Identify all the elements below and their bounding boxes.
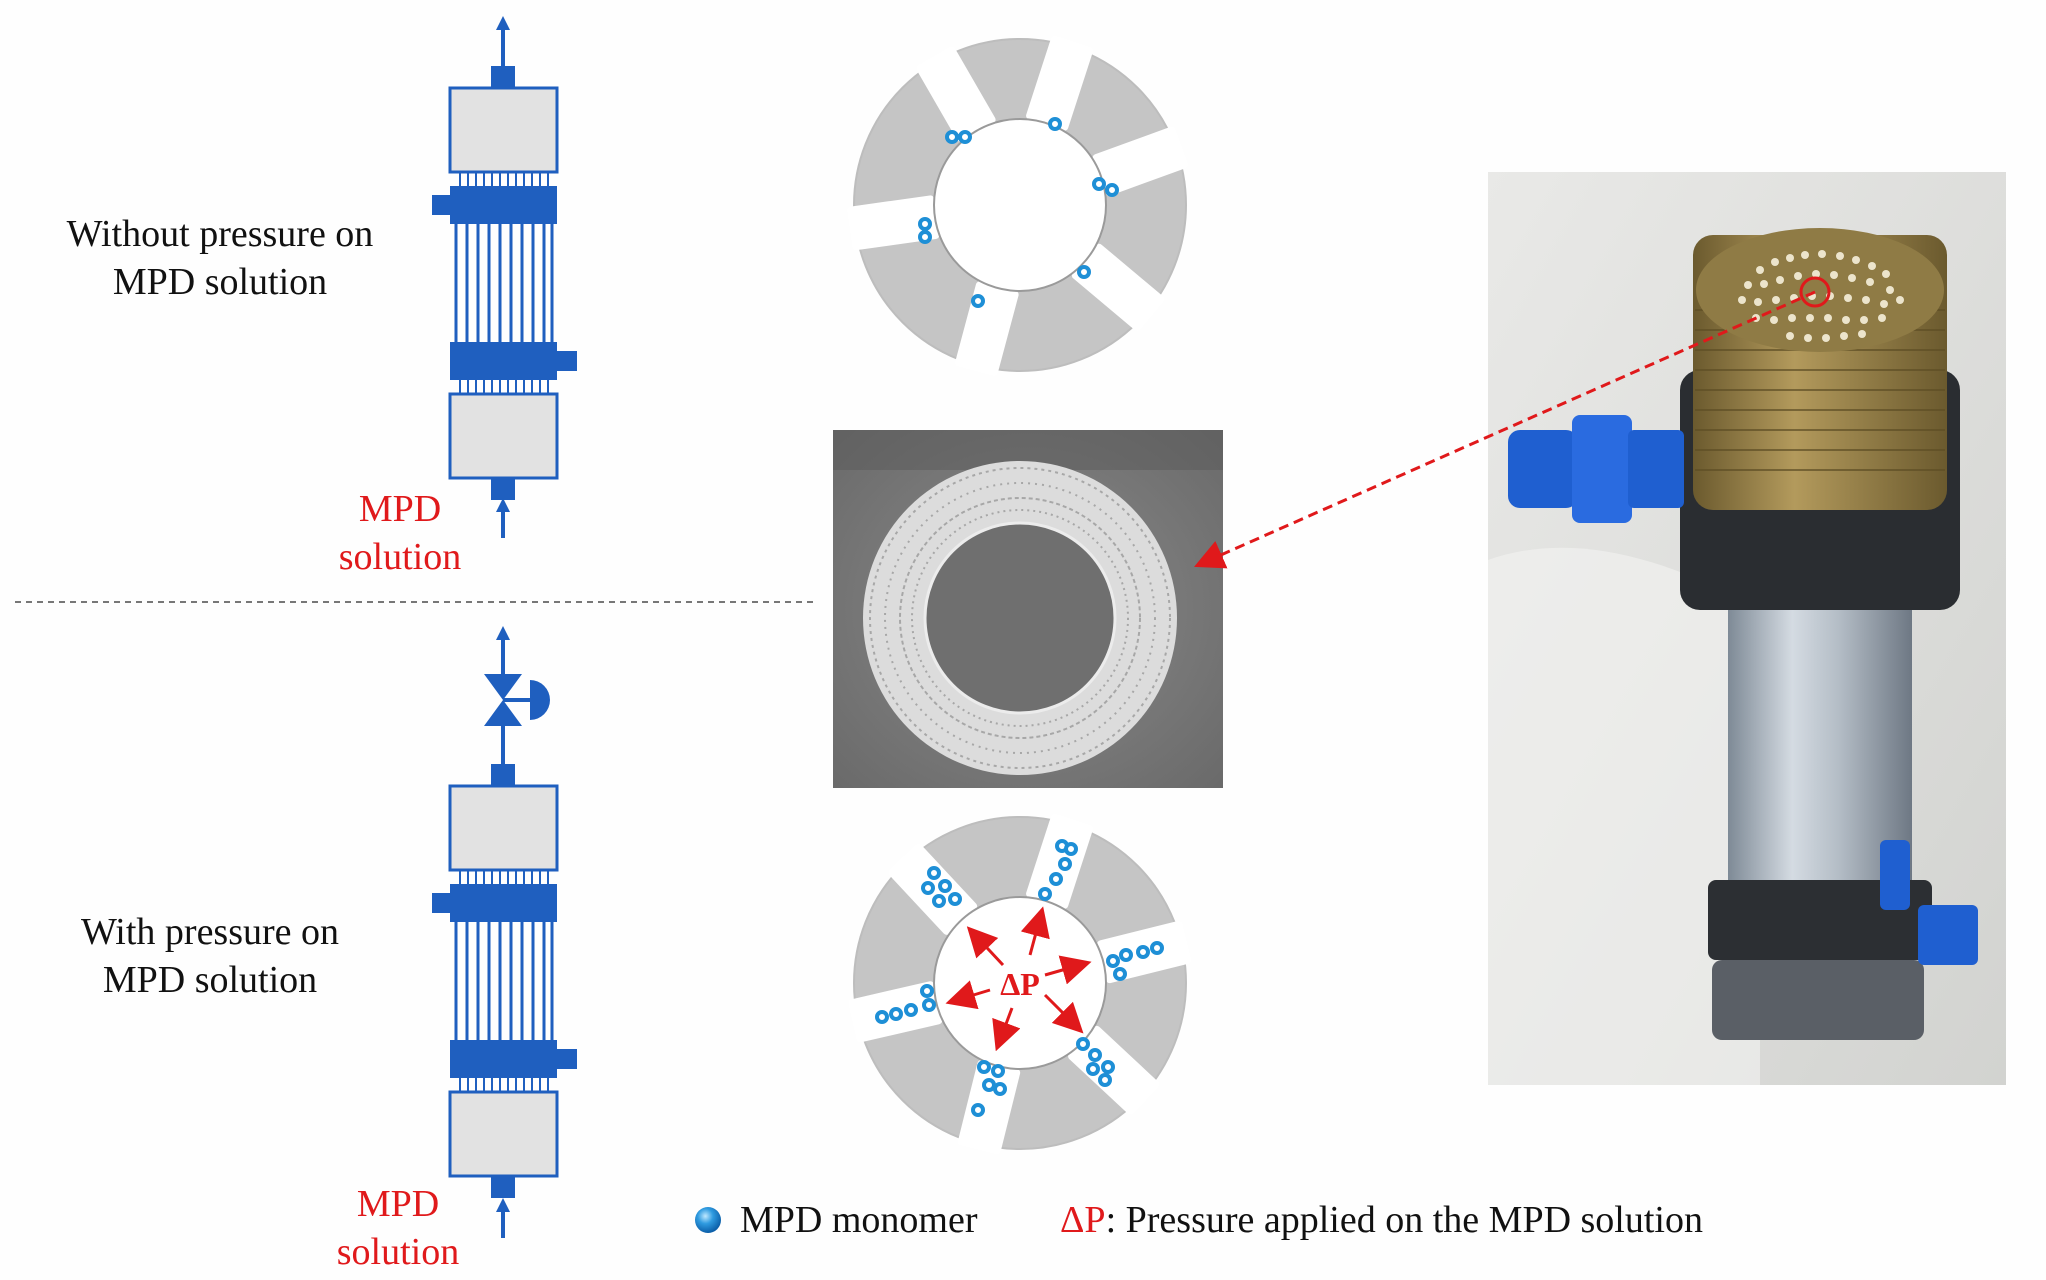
bottom-condition-line2: MPD solution: [102, 959, 318, 1001]
top-condition-line1: Without pressure on: [66, 213, 374, 255]
inlet-bottom-line2: solution: [336, 1231, 460, 1273]
module-photo: [1488, 172, 2006, 1085]
module-schematic-top: [432, 16, 577, 538]
legend-pressure-text: : Pressure applied on the MPD solution: [1105, 1199, 1703, 1241]
valve-icon: [484, 674, 550, 726]
inlet-top-line2: solution: [338, 536, 462, 578]
top-condition-label: Without pressure on MPD solution: [40, 210, 400, 306]
bottom-condition-label: With pressure on MPD solution: [30, 908, 390, 1004]
pressure-delta-label: ΔP: [1000, 966, 1040, 1002]
inlet-label-bottom: MPD solution: [318, 1180, 478, 1276]
inlet-top-line1: MPD: [358, 488, 442, 530]
bottom-condition-line1: With pressure on: [80, 911, 340, 953]
sem-micrograph: [833, 430, 1223, 788]
inlet-label-top: MPD solution: [320, 485, 480, 581]
module-schematic-bottom: [432, 626, 577, 1238]
legend-pressure: ΔP: Pressure applied on the MPD solution: [1060, 1196, 1703, 1244]
blue-sphere-icon: [695, 1207, 721, 1233]
top-condition-line2: MPD solution: [112, 261, 328, 303]
legend-pressure-symbol: ΔP: [1060, 1199, 1106, 1241]
inlet-bottom-line1: MPD: [356, 1183, 440, 1225]
fiber-cross-section-bottom: [848, 813, 1192, 1155]
legend-monomer-label: MPD monomer: [740, 1199, 978, 1241]
fiber-cross-section-top: [847, 35, 1189, 376]
